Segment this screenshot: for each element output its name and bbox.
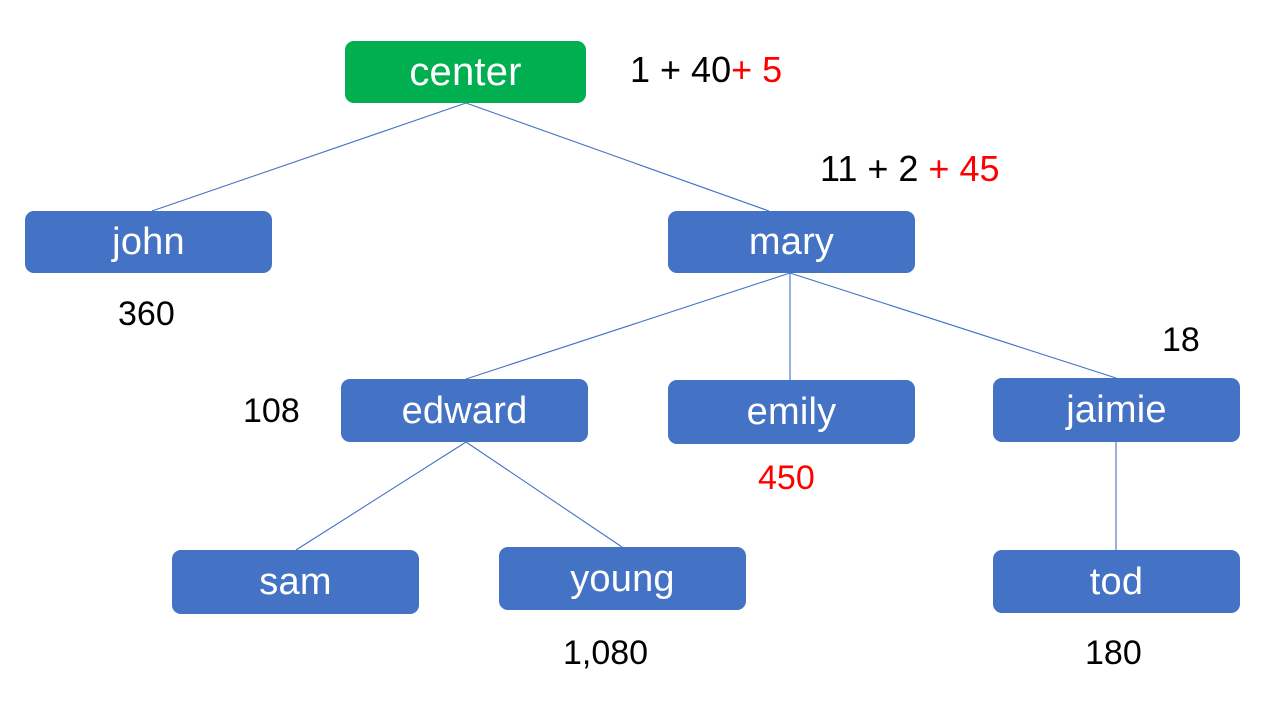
node-sam[interactable]: sam <box>172 550 419 614</box>
value-label-jaimie-value: 18 <box>1162 321 1200 359</box>
node-label-tod: tod <box>1089 560 1144 603</box>
annotation-segment: + 45 <box>928 148 1000 189</box>
node-label-emily: emily <box>746 391 837 433</box>
edge-edward-to-sam <box>295 441 467 551</box>
value-label-edward-value: 108 <box>243 392 300 430</box>
node-label-mary: mary <box>748 221 835 263</box>
edge-mary-to-edward <box>465 272 791 380</box>
node-label-center: center <box>409 50 522 94</box>
annotation-segment: 1 + 40 <box>630 49 732 90</box>
annotation-segment: 11 + 2 <box>820 148 929 189</box>
node-label-edward: edward <box>401 389 528 432</box>
node-mary[interactable]: mary <box>668 211 915 273</box>
value-label-john-value: 360 <box>118 295 175 333</box>
annotation-segment: + 5 <box>731 49 783 90</box>
edge-center-to-john <box>151 102 467 212</box>
annotation-mary-expression: 11 + 2 + 45 <box>820 151 1000 187</box>
node-label-jaimie: jaimie <box>1066 389 1167 431</box>
value-label-tod-value: 180 <box>1085 634 1142 672</box>
node-tod[interactable]: tod <box>993 550 1240 613</box>
node-label-young: young <box>570 557 675 600</box>
node-label-john: john <box>112 221 185 263</box>
node-emily[interactable]: emily <box>668 380 915 444</box>
value-label-young-value: 1,080 <box>563 634 649 672</box>
node-john[interactable]: john <box>25 211 272 273</box>
value-label-emily-value: 450 <box>758 459 815 497</box>
annotation-center-expression: 1 + 40+ 5 <box>630 52 782 88</box>
node-edward[interactable]: edward <box>341 379 588 442</box>
node-jaimie[interactable]: jaimie <box>993 378 1240 442</box>
node-label-sam: sam <box>259 561 332 603</box>
edge-mary-to-jaimie <box>789 272 1117 379</box>
edge-center-to-mary <box>465 102 770 212</box>
node-young[interactable]: young <box>499 547 746 610</box>
edge-edward-to-young <box>465 441 623 548</box>
node-center[interactable]: center <box>345 41 586 103</box>
